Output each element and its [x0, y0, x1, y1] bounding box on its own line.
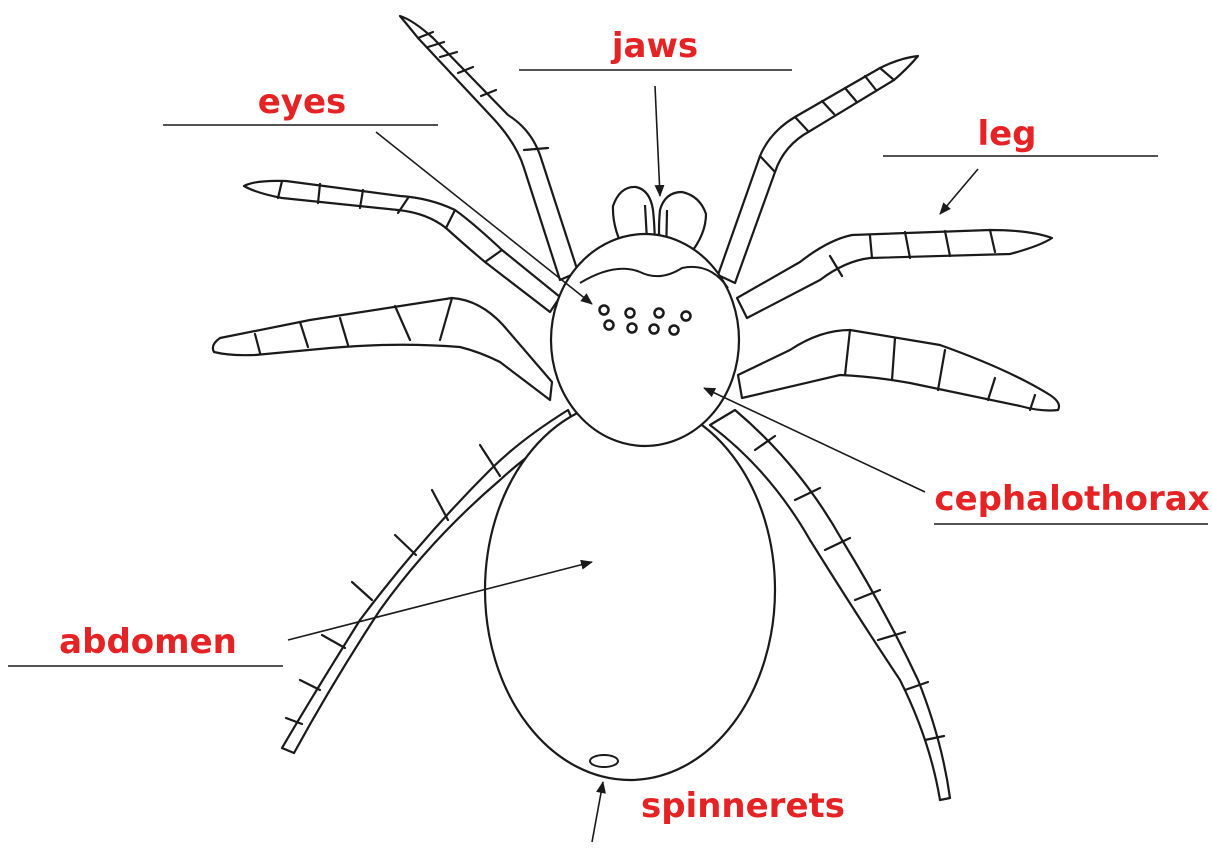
spinnerets-shape: [590, 755, 618, 767]
label-abdomen: abdomen: [59, 622, 237, 662]
spinnerets-arrow: [592, 782, 603, 842]
leg-third-left: [213, 298, 552, 400]
leg-arrow: [940, 169, 978, 214]
label-jaws: jaws: [612, 26, 698, 66]
label-eyes: eyes: [258, 82, 347, 122]
label-cephalothorax: cephalothorax: [934, 479, 1209, 519]
label-spinnerets: spinnerets: [641, 786, 845, 826]
jaws-arrow: [655, 86, 660, 196]
leg-second-left: [244, 181, 560, 312]
leg-third-right: [738, 330, 1059, 411]
abdomen-shape: [485, 400, 775, 780]
leg-second-right: [737, 230, 1052, 318]
label-leg: leg: [977, 114, 1036, 154]
cephalothorax-shape: [551, 234, 739, 446]
